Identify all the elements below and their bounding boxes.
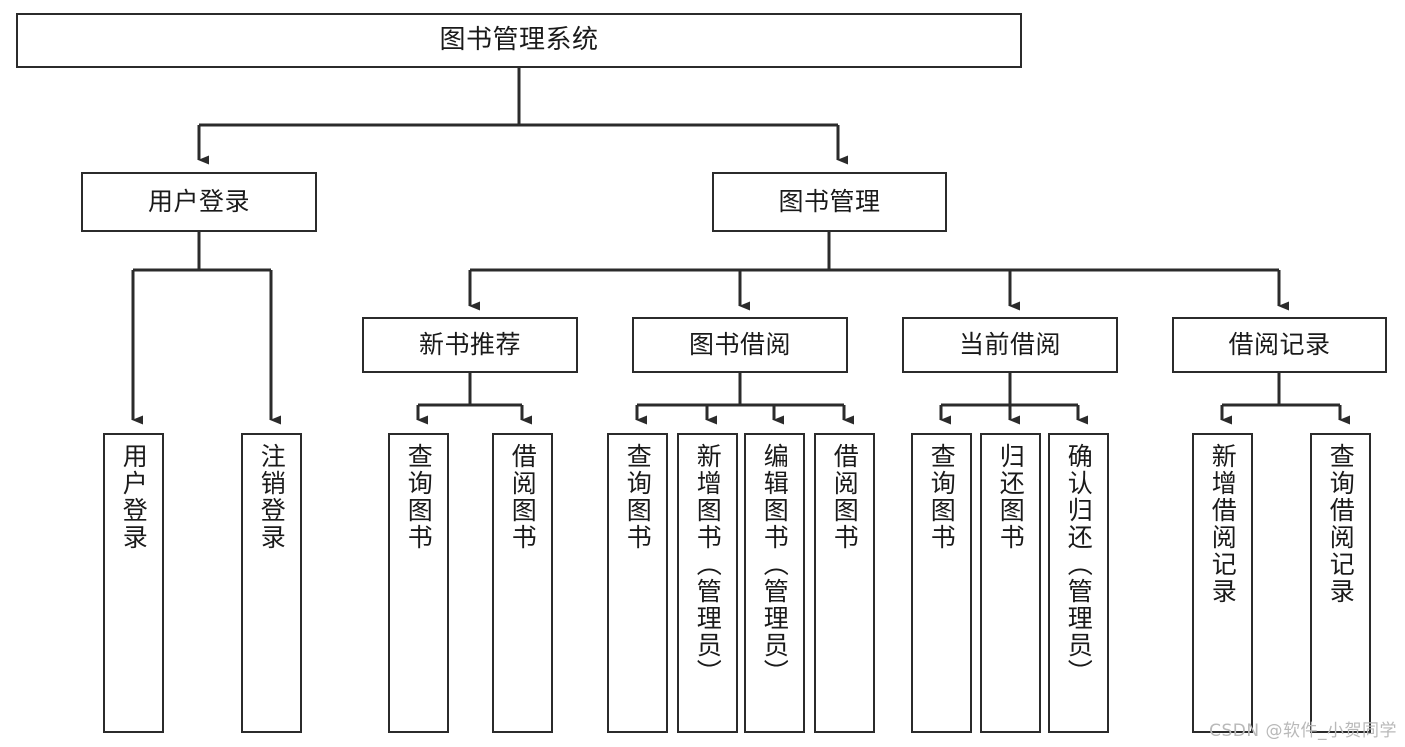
node-leaf-add-book-admin[interactable]: 新增图书（管理员） [677, 433, 738, 733]
node-borrow-record[interactable]: 借阅记录 [1172, 317, 1387, 373]
node-label: 用户登录 [119, 443, 149, 551]
node-label: 用户登录 [147, 187, 250, 216]
node-root-book-management-system[interactable]: 图书管理系统 [16, 13, 1022, 68]
node-label: 确认归还（管理员） [1064, 443, 1094, 686]
node-label: 查询图书 [623, 443, 653, 551]
node-label: 借阅记录 [1228, 330, 1331, 359]
node-leaf-query-borrow-record[interactable]: 查询借阅记录 [1310, 433, 1371, 733]
node-leaf-return-book[interactable]: 归还图书 [980, 433, 1041, 733]
node-label: 查询图书 [927, 443, 957, 551]
node-leaf-query-book-borrow[interactable]: 查询图书 [607, 433, 668, 733]
node-label: 当前借阅 [958, 330, 1061, 359]
node-book-management[interactable]: 图书管理 [712, 172, 947, 232]
node-leaf-edit-book-admin[interactable]: 编辑图书（管理员） [744, 433, 805, 733]
node-leaf-query-book-recommend[interactable]: 查询图书 [388, 433, 449, 733]
node-label: 新书推荐 [418, 330, 521, 359]
node-label: 归还图书 [996, 443, 1026, 551]
node-label: 编辑图书（管理员） [760, 443, 790, 686]
node-label: 图书管理 [778, 187, 881, 216]
watermark: CSDN @软件_小贺同学 [1209, 721, 1397, 741]
node-leaf-query-book-current[interactable]: 查询图书 [911, 433, 972, 733]
node-current-borrow[interactable]: 当前借阅 [902, 317, 1118, 373]
node-label: 新增借阅记录 [1208, 443, 1238, 605]
node-leaf-borrow-book-borrow[interactable]: 借阅图书 [814, 433, 875, 733]
node-leaf-user-login[interactable]: 用户登录 [103, 433, 164, 733]
node-label: 注销登录 [257, 443, 287, 551]
node-label: 新增图书（管理员） [693, 443, 723, 686]
node-book-borrow[interactable]: 图书借阅 [632, 317, 848, 373]
node-label: 查询借阅记录 [1326, 443, 1356, 605]
node-new-book-recommend[interactable]: 新书推荐 [362, 317, 578, 373]
node-leaf-logout-login[interactable]: 注销登录 [241, 433, 302, 733]
node-label: 图书借阅 [688, 330, 791, 359]
node-label: 查询图书 [404, 443, 434, 551]
node-user-login[interactable]: 用户登录 [81, 172, 317, 232]
node-label: 借阅图书 [508, 443, 538, 551]
node-label: 图书管理系统 [439, 24, 599, 55]
node-leaf-add-borrow-record[interactable]: 新增借阅记录 [1192, 433, 1253, 733]
node-leaf-confirm-return-admin[interactable]: 确认归还（管理员） [1048, 433, 1109, 733]
node-label: 借阅图书 [830, 443, 860, 551]
node-leaf-borrow-book-recommend[interactable]: 借阅图书 [492, 433, 553, 733]
